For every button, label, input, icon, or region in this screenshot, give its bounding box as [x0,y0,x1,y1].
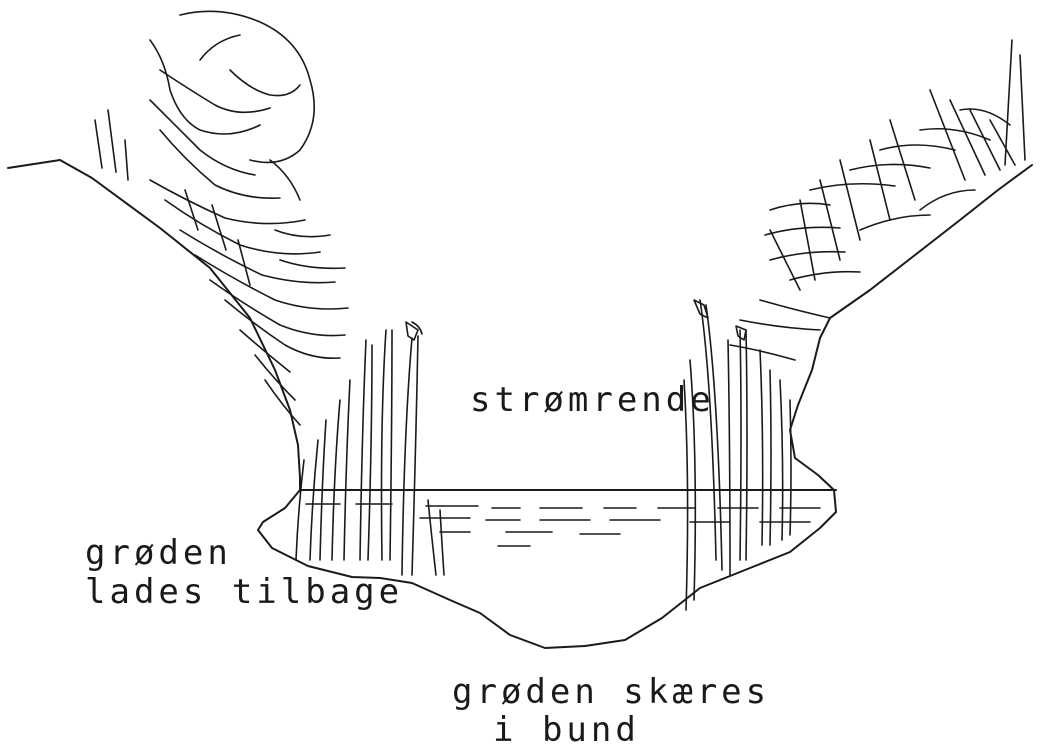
channel-label: strømrende [470,383,715,417]
bottom-label-line1: grøden skæres [452,675,770,709]
left-reeds [296,322,444,575]
water-ripples [306,504,820,546]
left-vegetation-label-line2: lades tilbage [85,575,403,609]
right-bank-vegetation [730,40,1025,360]
left-vegetation-label-line1: grøden [85,536,232,570]
bottom-label-line2: i bund [493,713,640,747]
left-bank-vegetation [95,11,348,425]
